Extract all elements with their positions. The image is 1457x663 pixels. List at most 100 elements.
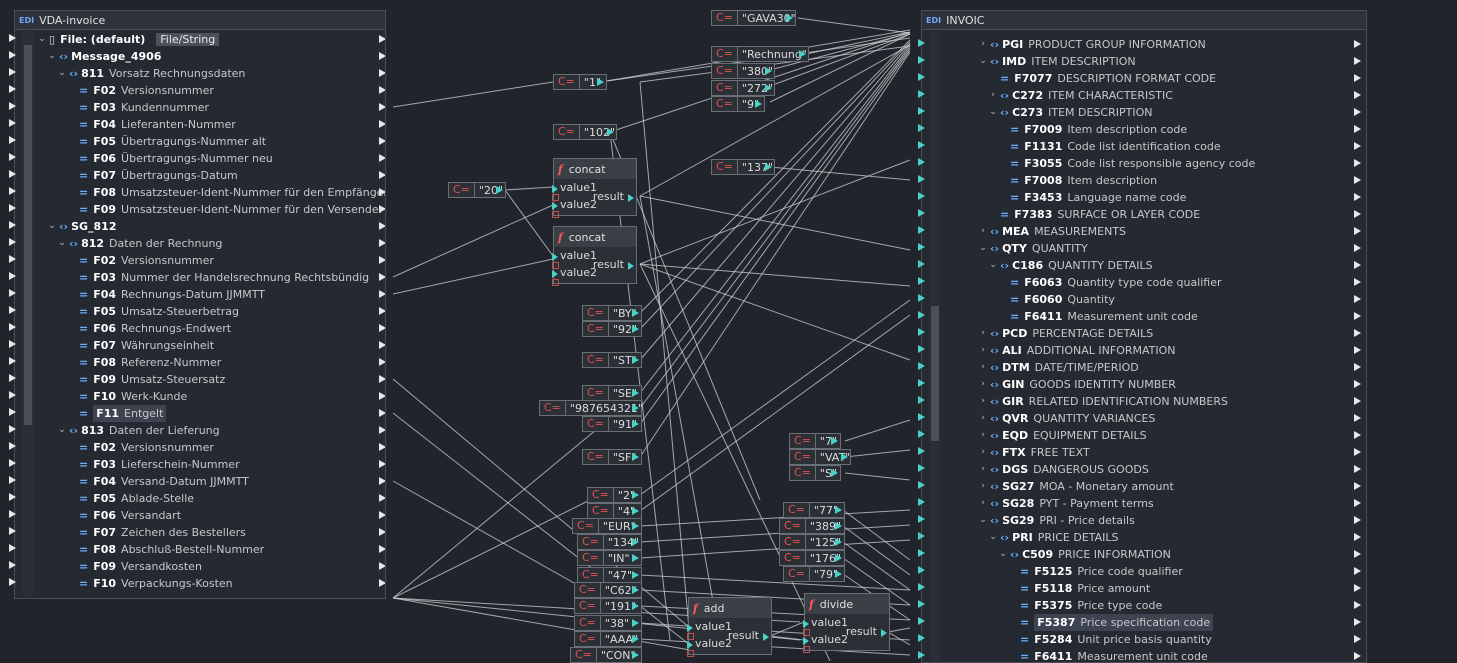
source-input-pin[interactable] [9,51,16,59]
constant-node[interactable]: C="92" [582,321,642,337]
target-input-pin[interactable] [918,243,925,251]
function-input-pin[interactable] [803,637,809,645]
constant-node[interactable]: C="191" [574,598,642,614]
output-connector-pin[interactable] [1354,584,1361,592]
constant-output-pin[interactable] [755,100,762,108]
output-connector-pin[interactable] [379,205,385,213]
output-connector-pin[interactable] [379,477,385,485]
constant-output-pin[interactable] [632,586,639,594]
expand-chevron-icon[interactable]: › [981,362,985,372]
constant-output-pin[interactable] [632,635,639,643]
target-input-pin[interactable] [918,209,925,217]
collapse-chevron-icon[interactable]: ⌄ [979,243,987,253]
target-input-pin[interactable] [918,192,925,200]
add-input-icon[interactable] [803,629,810,636]
output-connector-pin[interactable] [379,528,385,536]
output-connector-pin[interactable] [1354,397,1361,405]
constant-output-pin[interactable] [632,309,639,317]
collapse-chevron-icon[interactable]: ⌄ [58,68,66,78]
output-connector-pin[interactable] [379,171,385,179]
function-output-pin[interactable] [628,262,634,270]
source-input-pin[interactable] [9,170,16,178]
source-input-pin[interactable] [9,374,16,382]
output-connector-pin[interactable] [379,103,385,111]
collapse-chevron-icon[interactable]: ⌄ [48,221,56,231]
add-input-icon[interactable] [687,633,694,640]
source-input-pin[interactable] [9,357,16,365]
mapping-wire[interactable] [769,635,805,641]
collapse-chevron-icon[interactable]: ⌄ [58,425,66,435]
constant-output-pin[interactable] [632,619,639,627]
output-connector-pin[interactable] [1354,176,1361,184]
source-input-pin[interactable] [9,408,16,416]
collapse-chevron-icon[interactable]: ⌄ [979,56,987,66]
target-panel-header[interactable]: EDI INVOIC [922,11,1366,30]
source-input-pin[interactable] [9,136,16,144]
constant-node[interactable]: C="380" [711,63,775,79]
source-input-pin[interactable] [9,340,16,348]
output-connector-pin[interactable] [379,511,385,519]
constant-node[interactable]: C="1" [553,74,607,90]
output-connector-pin[interactable] [379,188,385,196]
collapse-chevron-icon[interactable]: ⌄ [989,260,997,270]
output-connector-pin[interactable] [1354,227,1361,235]
mapping-wire[interactable] [639,45,911,394]
mapping-wire[interactable] [639,51,911,458]
constant-output-pin[interactable] [496,186,503,194]
output-connector-pin[interactable] [1354,618,1361,626]
mapping-wire[interactable] [639,263,911,361]
output-connector-pin[interactable] [1354,193,1361,201]
add-input-icon[interactable] [552,262,559,269]
output-connector-pin[interactable] [379,86,385,94]
constant-output-pin[interactable] [831,437,838,445]
constant-node[interactable]: C="ST" [582,352,642,368]
output-connector-pin[interactable] [379,154,385,162]
collapse-chevron-icon[interactable]: ⌄ [58,238,66,248]
constant-output-pin[interactable] [632,602,639,610]
tree-row-sg-812[interactable]: ⌄‹›SG_812 [47,218,122,235]
expand-chevron-icon[interactable]: › [981,226,985,236]
target-input-pin[interactable] [918,345,925,353]
mapping-wire[interactable] [639,314,911,512]
add-input-icon[interactable] [803,646,810,653]
constant-output-pin[interactable] [835,522,842,530]
constant-node[interactable]: C="91" [582,416,642,432]
collapse-chevron-icon[interactable]: ⌄ [38,34,46,44]
mapping-wire[interactable] [639,49,911,425]
mapping-wire[interactable] [639,195,721,641]
source-input-pin[interactable] [9,85,16,93]
target-input-pin[interactable] [918,617,925,625]
output-connector-pin[interactable] [1354,346,1361,354]
target-input-pin[interactable] [918,634,925,642]
output-connector-pin[interactable] [1354,142,1361,150]
source-input-pin[interactable] [9,561,16,569]
output-connector-pin[interactable] [1354,159,1361,167]
target-input-pin[interactable] [918,566,925,574]
mapping-wire[interactable] [392,204,554,278]
source-input-pin[interactable] [9,493,16,501]
source-input-pin[interactable] [9,204,16,212]
target-input-pin[interactable] [918,583,925,591]
target-input-pin[interactable] [918,600,925,608]
target-input-pin[interactable] [918,158,925,166]
collapse-chevron-icon[interactable]: ⌄ [989,107,997,117]
constant-output-pin[interactable] [632,571,639,579]
output-connector-pin[interactable] [379,69,385,77]
